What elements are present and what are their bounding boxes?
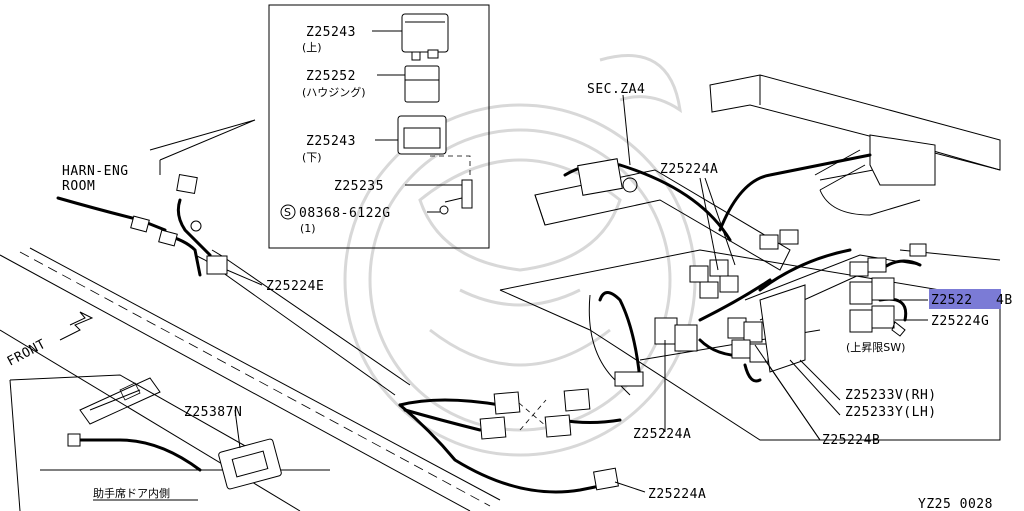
label-inset-bracket: Z25235	[334, 179, 384, 194]
inset-detail-box	[268, 4, 490, 249]
leader-lines	[59, 30, 928, 493]
watermark-emblem	[343, 54, 697, 457]
label-z25224g: Z25224G	[931, 314, 989, 329]
label-z25224b-bottom: Z25224B	[822, 433, 880, 448]
label-z25224a-mid: Z25224A	[633, 427, 691, 442]
label-room: ROOM	[62, 179, 95, 194]
vehicle-body-outline	[0, 74, 1001, 511]
connector-z25224a-bottom	[593, 467, 619, 491]
labels: HARN-ENG ROOM FRONT Z25243 (上) Z25252 (ハ…	[5, 25, 1013, 511]
label-z25233y: Z25233Y(LH)	[845, 405, 937, 420]
label-z25233v: Z25233V(RH)	[845, 388, 937, 403]
label-front: FRONT	[5, 337, 49, 370]
screw-08368	[439, 205, 449, 215]
label-z25224b-highlight-part2: 4B	[996, 293, 1013, 308]
label-z25224a-top: Z25224A	[660, 162, 718, 177]
label-inset-screw-qty: (1)	[300, 222, 316, 235]
label-z25224e: Z25224E	[266, 279, 324, 294]
label-diagram-id: YZ25 0028	[918, 497, 993, 511]
wiring-harness	[56, 153, 922, 494]
housing-z25252	[404, 65, 440, 103]
bracket-z25235	[461, 179, 473, 209]
highlight-z25224b	[929, 289, 1001, 309]
label-z25224b-highlight-part1: Z2522	[931, 293, 973, 308]
relay-z25224g	[849, 309, 873, 333]
label-z25224a-bottom: Z25224A	[648, 487, 706, 502]
relay-z25224a-mid	[654, 317, 678, 345]
label-passenger-door: 助手席ドア内側	[93, 486, 170, 500]
label-inset-relay-lower: Z25243	[306, 134, 356, 149]
label-z25387n: Z25387N	[184, 405, 242, 420]
connector-parts	[67, 158, 927, 491]
relay-z25243-upper	[401, 13, 449, 53]
label-inset-relay-upper: Z25243	[306, 25, 356, 40]
relay-z25224b-right	[849, 281, 873, 305]
connector-harn-eng	[130, 215, 150, 233]
label-inset-screw: 08368-6122G	[299, 206, 391, 221]
connector-z25224e	[206, 255, 228, 275]
label-inset-housing-note: (ハウジング)	[302, 85, 366, 99]
label-inset-relay-lower-note: (下)	[302, 151, 322, 164]
label-inset-housing: Z25252	[306, 69, 356, 84]
label-harn-eng: HARN-ENG	[62, 164, 129, 179]
label-upper-limit-sw: (上昇限SW)	[846, 341, 905, 354]
label-screw-symbol: S	[284, 206, 291, 219]
label-sec-za4: SEC.ZA4	[587, 82, 645, 97]
label-inset-relay-upper-note: (上)	[302, 41, 322, 54]
